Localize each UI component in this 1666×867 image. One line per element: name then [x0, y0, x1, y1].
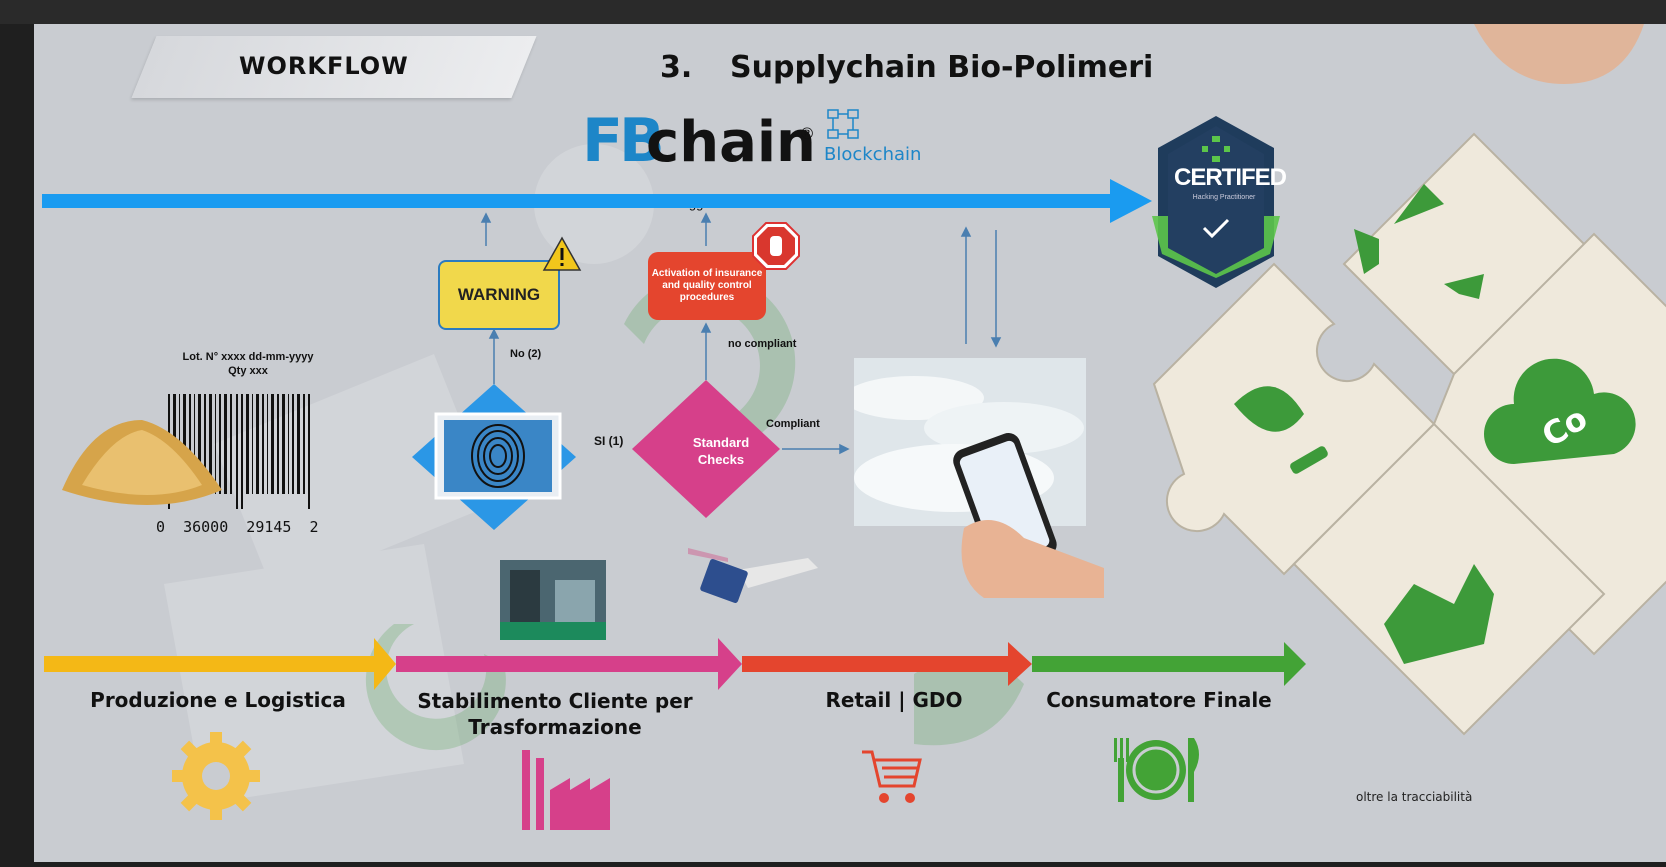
si-branch-label: SI (1) [594, 434, 624, 448]
footer-tagline: oltre la tracciabilità [1356, 790, 1473, 804]
co2-cloud-icon [1484, 358, 1636, 464]
fingerprint-diamond [412, 384, 576, 530]
blockchain-arrow-shaft [42, 194, 1114, 208]
certified-sub-label: Hacking Practitioner [1192, 194, 1256, 201]
logo-blockchain-label: Blockchain [824, 144, 922, 165]
stage-arrow-retail [742, 656, 1012, 672]
barcode-number: 0 36000 29145 2 [156, 518, 319, 536]
logo-chain-word: chain [646, 110, 816, 175]
logo-fb-mark: FB [582, 106, 665, 176]
scanner-photo [688, 548, 818, 603]
standard-checks-label: Standard Checks [676, 434, 766, 468]
activation-box: Activation of insurance and quality cont… [648, 252, 766, 320]
stage-arrow-transformation [396, 656, 726, 672]
fingerprint-icon [471, 424, 525, 488]
warning-box: WARNING [438, 260, 560, 330]
plate-cutlery-icon [1114, 738, 1199, 802]
gear-icon [172, 732, 260, 820]
slide: WORKFLOW 3. Supplychain Bio-Polimeri FB … [34, 24, 1666, 862]
shopping-cart-icon [862, 750, 922, 803]
stage-label-transformation-line1: Stabilimento Cliente per [417, 689, 693, 713]
stage-arrow-consumer [1032, 656, 1284, 672]
hand-shape [1474, 24, 1644, 84]
warning-triangle-icon [542, 236, 582, 271]
compliant-label: Compliant [766, 418, 820, 430]
puzzle-illustration: Co [1152, 24, 1666, 736]
standard-checks-diamond [632, 380, 780, 518]
blockchain-arrow-head [1110, 179, 1152, 223]
lot-quantity: Qty xxx [228, 365, 268, 377]
certified-label: CERTIFED [1174, 164, 1287, 191]
logo-registered-mark: ® [799, 124, 815, 143]
stage-arrows [44, 638, 1306, 690]
title-number: 3. [660, 50, 693, 85]
standard-checks-line1: Standard [692, 435, 750, 450]
lab-photo [500, 560, 606, 640]
page-title: Supplychain Bio-Polimeri [730, 50, 1154, 85]
recycle-icon [1354, 184, 1484, 299]
blockchain-blocks-icon [827, 109, 859, 139]
window-top-bar [0, 0, 1666, 24]
flow-connectors [42, 179, 1152, 455]
stage-label-consumer: Consumatore Finale [1046, 688, 1272, 712]
retail-bags-photo [854, 358, 1104, 598]
standard-checks-line2: Checks [697, 452, 745, 467]
stage-label-transformation: Stabilimento Cliente per Trasformazione [410, 688, 700, 740]
certified-badge-icon [1152, 116, 1280, 288]
factory-icon [522, 750, 610, 830]
leaf-plug-icon [1234, 386, 1304, 432]
stage-label-retail: Retail | GDO [825, 688, 963, 712]
stage-arrow-production [44, 656, 384, 672]
polymer-granules-image [62, 420, 222, 505]
puzzle-piece-factory [1292, 422, 1606, 736]
no-branch-label: No (2) [510, 348, 542, 360]
stop-hand-icon [752, 222, 800, 270]
no-compliant-label: no compliant [728, 338, 797, 350]
stage-label-production: Produzione e Logistica [90, 688, 346, 712]
green-factory-icon [1384, 564, 1494, 664]
stage-label-transformation-line2: Trasformazione [468, 715, 642, 739]
activation-text: Activation of insurance and quality cont… [651, 268, 763, 303]
workflow-tab-label: WORKFLOW [239, 52, 409, 80]
lot-number: Lot. N° xxxx dd-mm-yyyy [182, 351, 314, 363]
